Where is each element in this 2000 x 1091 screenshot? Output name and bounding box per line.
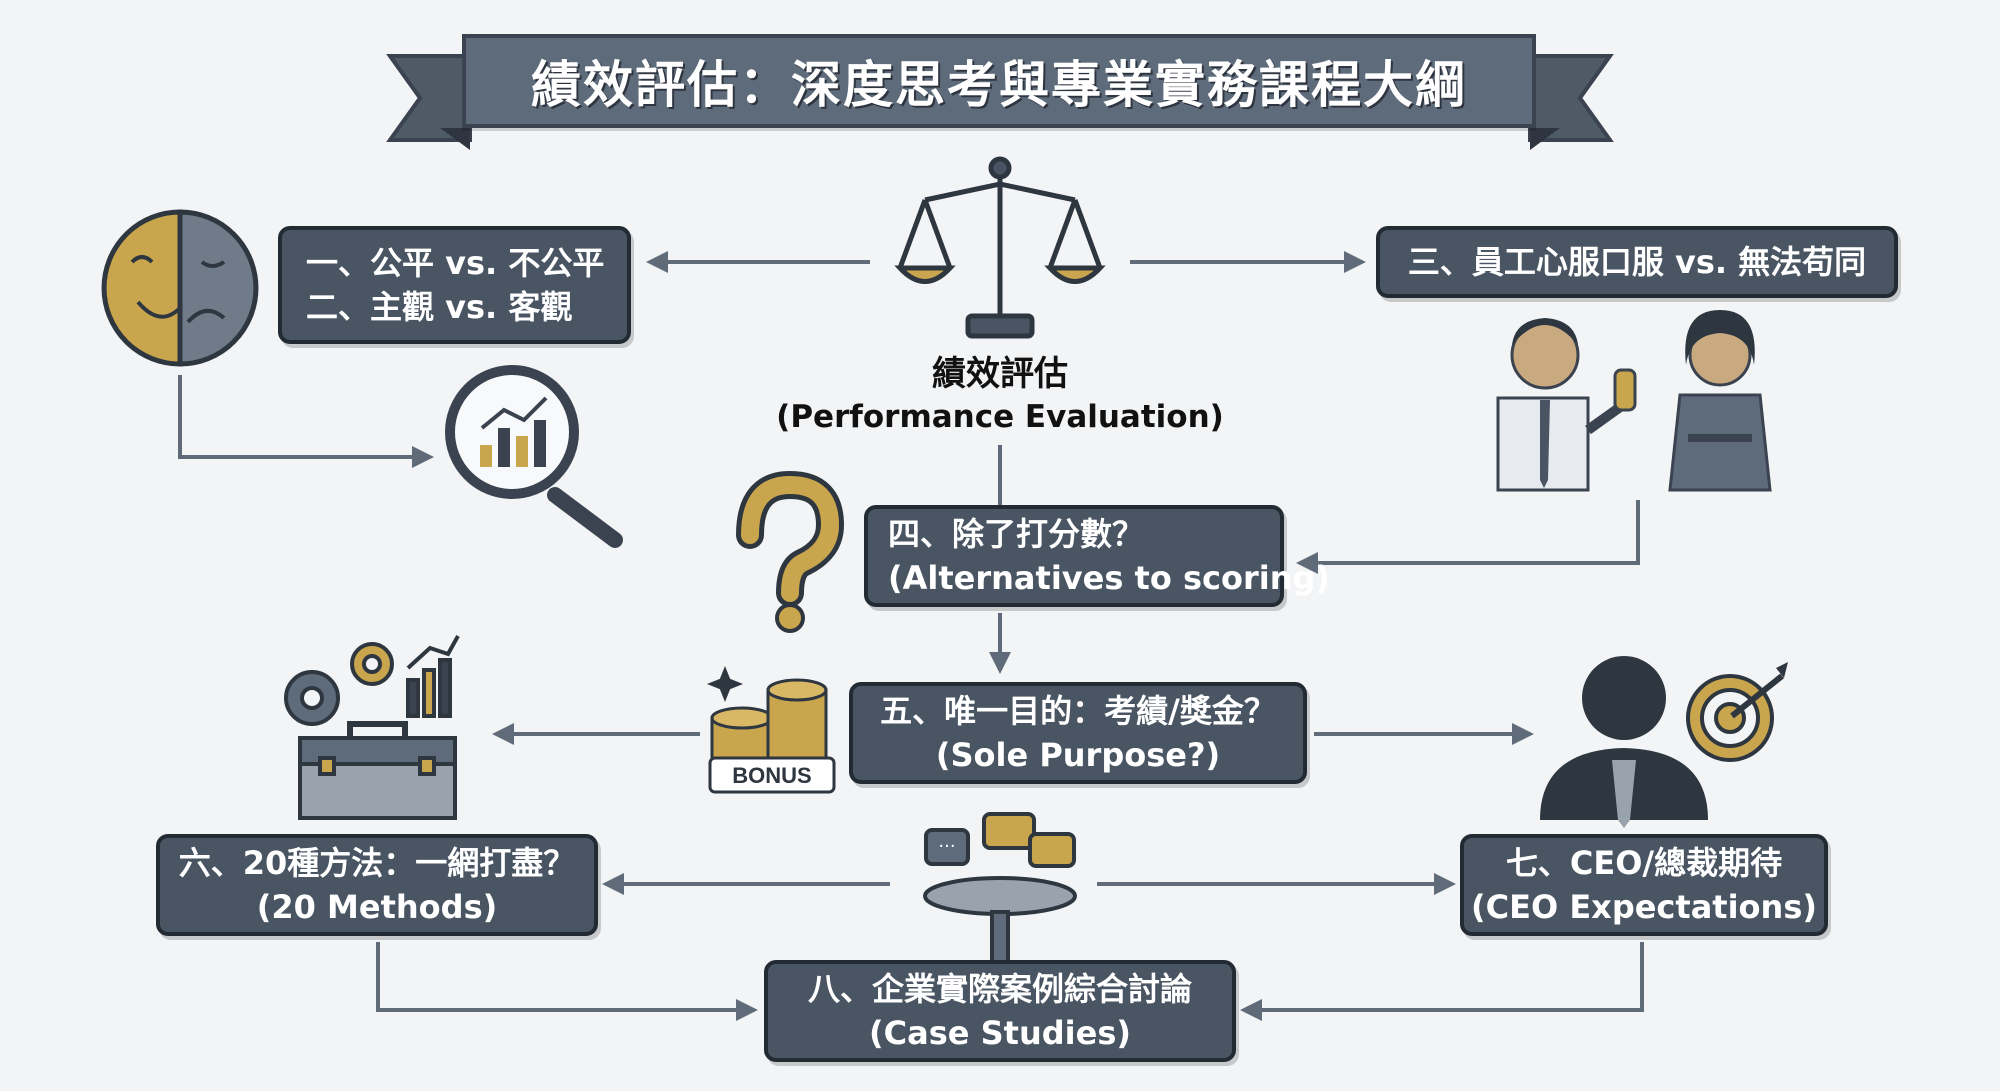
box-three: 三、員工心服口服 vs. 無法苟同 xyxy=(1376,226,1898,298)
box-five: 五、唯一目的：考績/獎金？ (Sole Purpose?) xyxy=(849,682,1307,784)
box-six: 六、20種方法：一網打盡？ (20 Methods) xyxy=(156,834,598,936)
balance-scale-icon xyxy=(894,156,1106,339)
arrow-people-to-box-four xyxy=(1296,500,1640,574)
arrow-seven-to-eight xyxy=(1240,942,1644,1021)
box-seven-line-en: (CEO Expectations) xyxy=(1471,888,1817,926)
box-seven: 七、CEO/總裁期待 (CEO Expectations) xyxy=(1460,834,1828,936)
connector-arrows xyxy=(178,251,1644,1021)
title-banner: 績效評估：深度思考與專業實務課程大綱 xyxy=(462,34,1536,128)
center-label: 績效評估 (Performance Evaluation) xyxy=(740,352,1260,438)
box-eight: 八、企業實際案例綜合討論 (Case Studies) xyxy=(764,960,1236,1062)
page-title: 績效評估：深度思考與專業實務課程大綱 xyxy=(531,56,1467,114)
toolbox-gears-icon xyxy=(284,635,460,820)
box-four-line-en: (Alternatives to scoring) xyxy=(888,559,1331,597)
box-six-line-en: (20 Methods) xyxy=(256,888,498,926)
box-four: 四、除了打分數？ (Alternatives to scoring) xyxy=(864,505,1330,607)
employees-icon xyxy=(1496,310,1772,492)
discussion-table-icon: ··· xyxy=(923,812,1077,966)
center-label-en: (Performance Evaluation) xyxy=(776,399,1224,435)
bonus-label: BONUS xyxy=(732,763,811,788)
box-five-line-zh: 五、唯一目的：考績/獎金？ xyxy=(880,692,1276,730)
box-eight-line-zh: 八、企業實際案例綜合討論 xyxy=(807,970,1192,1008)
box-one-two: 一、公平 vs. 不公平 二、主觀 vs. 客觀 xyxy=(278,226,631,344)
box-three-line: 三、員工心服口服 vs. 無法苟同 xyxy=(1407,243,1867,281)
ceo-target-icon xyxy=(1540,656,1788,828)
box-one-line: 一、公平 vs. 不公平 xyxy=(306,244,605,282)
box-five-line-en: (Sole Purpose?) xyxy=(935,736,1221,774)
center-label-zh: 績效評估 xyxy=(932,354,1068,394)
arrow-six-to-eight xyxy=(376,942,758,1021)
box-four-line-zh: 四、除了打分數？ xyxy=(888,515,1145,553)
banner-ribbon xyxy=(386,54,1614,150)
bonus-coins-icon: BONUS xyxy=(706,665,836,794)
svg-text:···: ··· xyxy=(938,836,955,857)
question-mark-icon xyxy=(736,470,845,633)
arrow-mask-to-magnifier xyxy=(178,375,434,468)
box-eight-line-en: (Case Studies) xyxy=(869,1014,1131,1052)
magnifier-chart-icon xyxy=(445,365,623,548)
box-seven-line-zh: 七、CEO/總裁期待 xyxy=(1505,844,1783,882)
box-two-line: 二、主觀 vs. 客觀 xyxy=(306,288,573,326)
happy-sad-mask-icon xyxy=(101,209,259,367)
box-six-line-zh: 六、20種方法：一網打盡？ xyxy=(178,844,576,882)
